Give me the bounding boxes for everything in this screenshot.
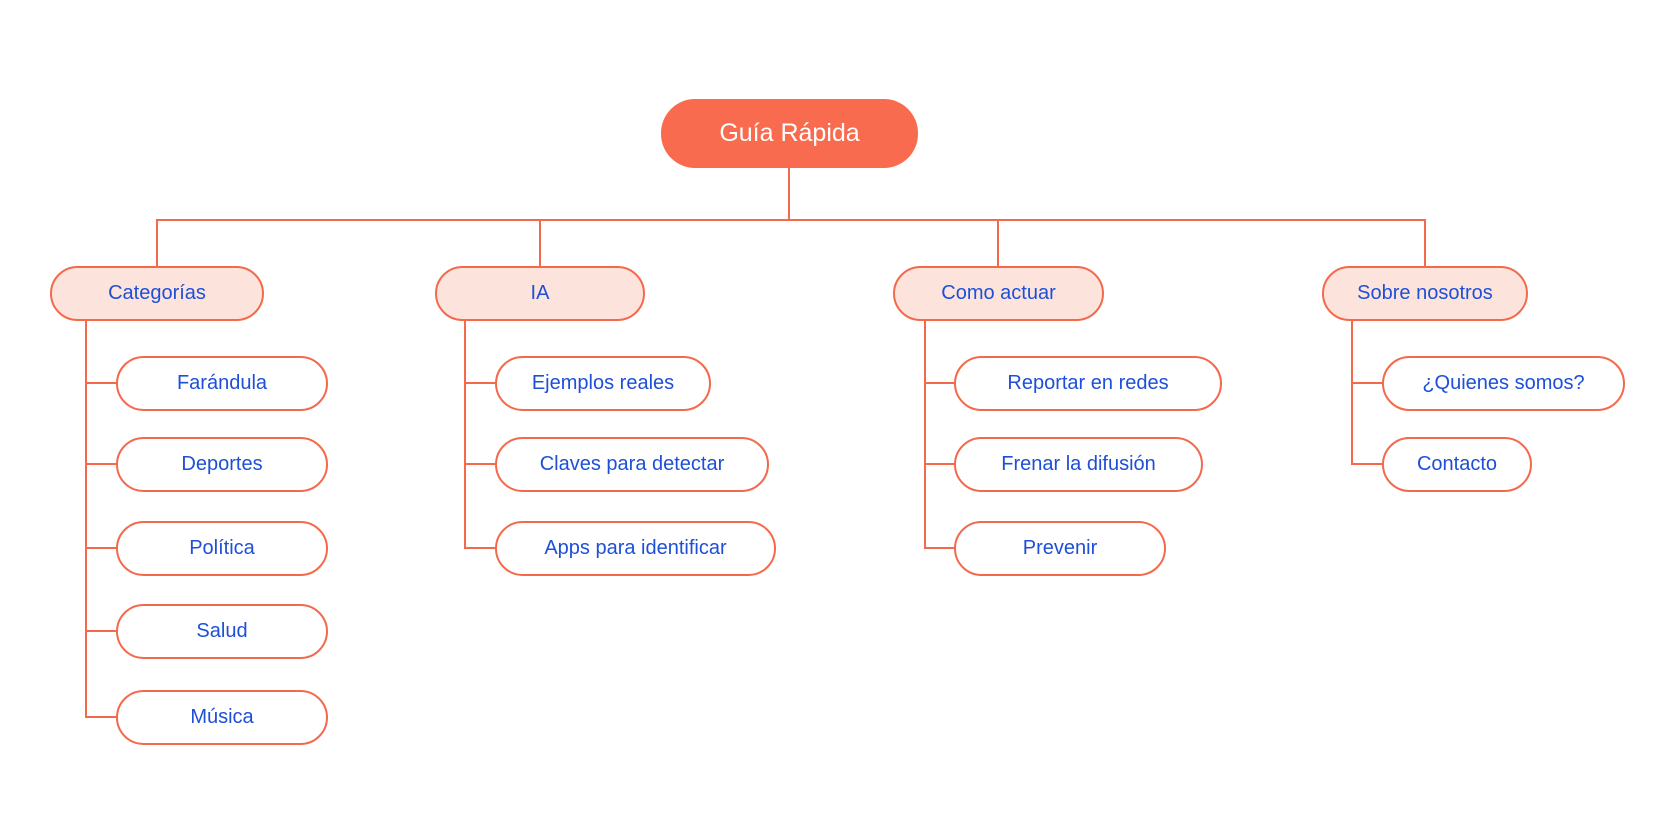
child-musica[interactable]: Música (116, 690, 328, 745)
connector-drop-ia (539, 219, 541, 266)
connector-stub-farandula (85, 382, 118, 384)
child-farandula[interactable]: Farándula (116, 356, 328, 411)
child-ejemplos-reales[interactable]: Ejemplos reales (495, 356, 711, 411)
child-label: Ejemplos reales (531, 372, 675, 394)
child-label: Deportes (181, 453, 263, 475)
branch-label: Categorías (108, 282, 206, 304)
child-label: Farándula (176, 372, 268, 394)
child-politica[interactable]: Política (116, 521, 328, 576)
child-frenar-la-difusion[interactable]: Frenar la difusión (954, 437, 1203, 492)
connector-stub-frenar-la-difusion (924, 463, 956, 465)
connector-stub-prevenir (924, 547, 956, 549)
connector-root-stub (788, 168, 790, 220)
connector-stub-claves-para-detectar (464, 463, 497, 465)
child-prevenir[interactable]: Prevenir (954, 521, 1166, 576)
connector-stub-musica (85, 716, 118, 718)
node-root-label: Guía Rápida (719, 119, 860, 147)
child-label: Reportar en redes (1007, 372, 1169, 394)
branch-ia[interactable]: IA (435, 266, 645, 321)
connector-trunk-como-actuar (924, 320, 926, 549)
child-label: Frenar la difusión (1001, 453, 1156, 475)
node-root[interactable]: Guía Rápida (661, 99, 918, 168)
branch-categorias[interactable]: Categorías (50, 266, 264, 321)
connector-stub-ejemplos-reales (464, 382, 497, 384)
child-label: Claves para detectar (539, 453, 725, 475)
connector-stub-salud (85, 630, 118, 632)
child-claves-para-detectar[interactable]: Claves para detectar (495, 437, 769, 492)
child-contacto[interactable]: Contacto (1382, 437, 1532, 492)
connector-stub-contacto (1351, 463, 1384, 465)
child-salud[interactable]: Salud (116, 604, 328, 659)
connector-drop-categorias (156, 219, 158, 266)
connector-stub-reportar-en-redes (924, 382, 956, 384)
connector-drop-como-actuar (997, 219, 999, 266)
branch-label: IA (530, 282, 550, 304)
connector-trunk-ia (464, 320, 466, 549)
child-label: Política (189, 537, 255, 559)
branch-label: Como actuar (941, 282, 1056, 304)
connector-trunk-categorias (85, 320, 87, 718)
connector-stub-politica (85, 547, 118, 549)
child-deportes[interactable]: Deportes (116, 437, 328, 492)
connector-trunk-sobre-nosotros (1351, 320, 1353, 465)
connector-stub-deportes (85, 463, 118, 465)
branch-label: Sobre nosotros (1357, 282, 1493, 304)
child-label: Salud (196, 620, 248, 642)
connector-stub-quienes-somos (1351, 382, 1384, 384)
child-label: Música (190, 706, 254, 728)
connector-main-horizontal (156, 219, 1426, 221)
branch-como-actuar[interactable]: Como actuar (893, 266, 1104, 321)
child-label: Apps para identificar (544, 537, 727, 559)
child-apps-para-identificar[interactable]: Apps para identificar (495, 521, 776, 576)
connector-stub-apps-para-identificar (464, 547, 497, 549)
branch-sobre-nosotros[interactable]: Sobre nosotros (1322, 266, 1528, 321)
child-reportar-en-redes[interactable]: Reportar en redes (954, 356, 1222, 411)
child-label: Prevenir (1022, 537, 1098, 559)
child-label: Contacto (1416, 453, 1498, 475)
connector-drop-sobre-nosotros (1424, 219, 1426, 266)
child-quienes-somos[interactable]: ¿Quienes somos? (1382, 356, 1625, 411)
child-label: ¿Quienes somos? (1422, 372, 1585, 394)
